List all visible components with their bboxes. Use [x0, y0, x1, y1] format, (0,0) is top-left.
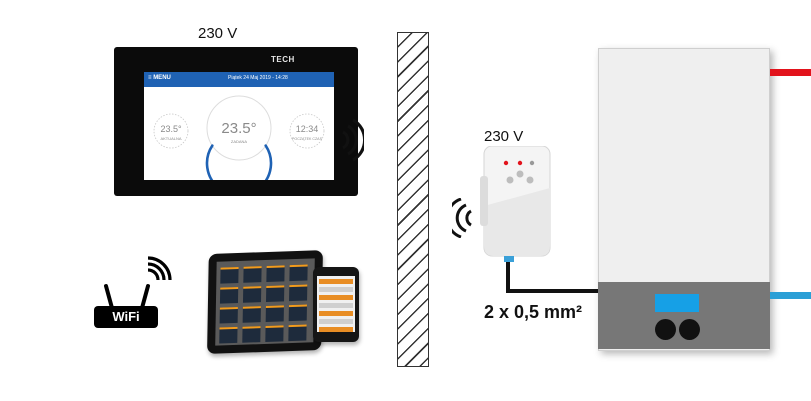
router-antennas — [104, 284, 150, 310]
menu-icon: ≡ — [148, 75, 152, 81]
receiver-button-2 — [516, 170, 524, 178]
left-caption: AKTUALNA — [160, 136, 181, 141]
wifi-router-badge: WiFi — [94, 306, 158, 328]
receiver-lower-shell — [484, 188, 550, 256]
main-temp: 23.5° — [221, 120, 256, 137]
left-temp: 23.5° — [160, 124, 182, 134]
phone-device — [313, 267, 359, 342]
boiler-display — [655, 294, 699, 312]
wireless-receiver — [480, 146, 551, 262]
clock-caption: POCZĄTEK CZAS — [292, 137, 323, 141]
wifi-signal-icon — [147, 256, 172, 281]
cold-water-pipe — [770, 292, 811, 299]
menu-label: ≡ MENU — [148, 75, 171, 81]
controller-power-label: 230 V — [198, 25, 238, 42]
menu-label-text: MENU — [153, 75, 171, 81]
controller-screen-header: ≡ MENU Piątek 24 Maj 2019 - 14:28 — [144, 72, 334, 87]
tablet-screen — [215, 258, 315, 346]
indicator-light-2 — [517, 160, 523, 166]
wifi-label: WiFi — [112, 309, 140, 324]
main-gauge-track — [206, 95, 272, 161]
controller-screen: ≡ MENU Piątek 24 Maj 2019 - 14:28 23.5° … — [144, 72, 334, 180]
phone-screen — [317, 276, 355, 332]
wire-spec-label: 2 x 0,5 mm² — [484, 302, 583, 322]
receiver-button-1 — [506, 176, 514, 184]
boiler-knob-left — [655, 319, 676, 340]
date-time-label: Piątek 24 Maj 2019 - 14:28 — [228, 75, 288, 81]
wall-hatched — [397, 32, 429, 367]
wire-terminal — [504, 256, 514, 262]
hot-water-pipe — [770, 69, 811, 76]
main-caption: ZADANA — [231, 139, 248, 144]
clock-gauge-ring — [289, 113, 325, 149]
receiver-power-label: 230 V — [484, 128, 524, 145]
tablet-device — [207, 250, 323, 354]
receiver-plug-side — [480, 176, 488, 226]
clock-time: 12:34 — [296, 124, 319, 134]
wire-line — [506, 262, 600, 293]
boiler-knob-right — [679, 319, 700, 340]
controller-brand-logo: TECH — [271, 55, 295, 64]
left-gauge-ring — [153, 113, 189, 149]
receiver-button-3 — [526, 176, 534, 184]
controller-screen-gauges: 23.5° AKTUALNA 23.5° ZADANA 12:34 POCZĄT… — [153, 95, 325, 180]
wireless-signal-icon — [342, 118, 364, 162]
main-gauge-arc — [205, 144, 273, 180]
wireless-signal-icon — [452, 198, 472, 238]
indicator-light-3 — [529, 160, 535, 166]
indicator-light-1 — [503, 160, 509, 166]
